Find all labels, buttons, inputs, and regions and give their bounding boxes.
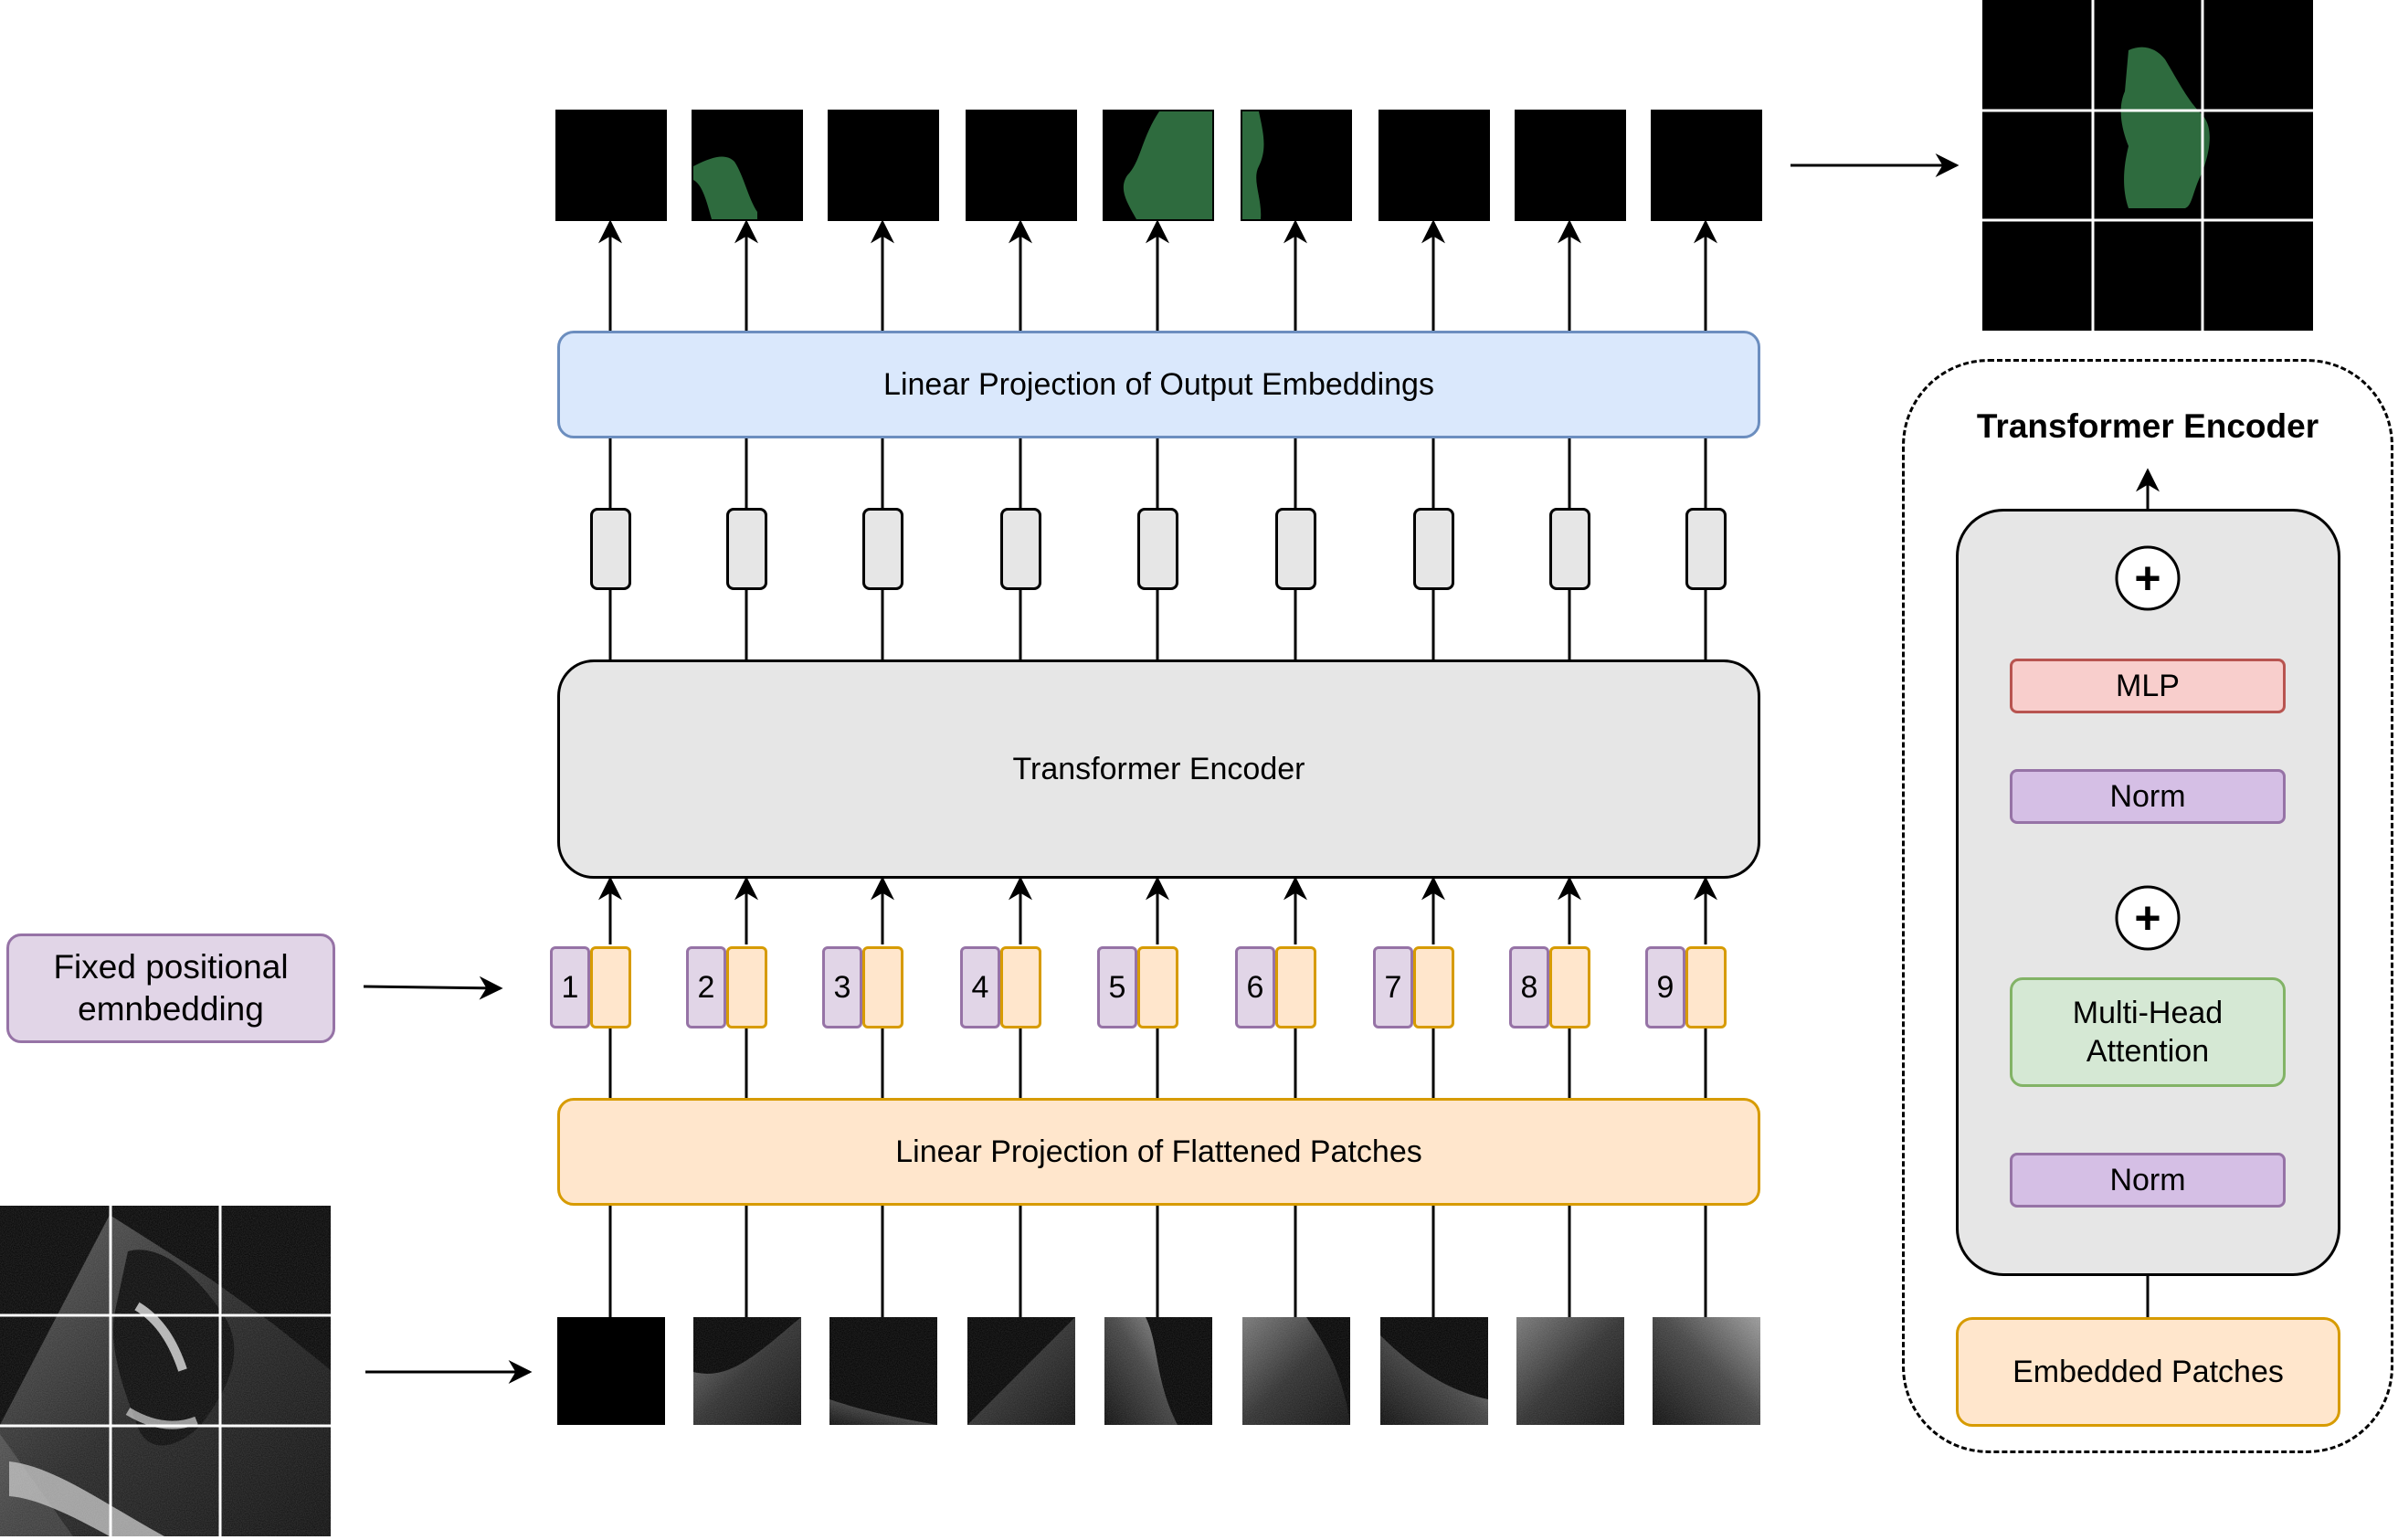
output-patch-mask <box>693 156 757 219</box>
input-patch-texture <box>1516 1317 1624 1425</box>
norm-label-lower: Norm <box>2109 1162 2186 1197</box>
mlp-box: MLP <box>2010 659 2286 713</box>
output-embedding-tile <box>1685 508 1727 590</box>
encoder-detail-title: Transformer Encoder <box>1976 406 2319 445</box>
positional-index: 8 <box>1509 946 1549 1028</box>
input-patch-texture <box>1104 1317 1212 1425</box>
norm-box-upper: Norm <box>2010 769 2286 824</box>
patch-embedding <box>1413 946 1454 1028</box>
encoder-detail-panel <box>1902 359 2393 1453</box>
patch-embedding <box>726 946 767 1028</box>
input-patch-texture <box>829 1317 937 1425</box>
output-projection-box: Linear Projection of Output Embeddings <box>557 331 1760 438</box>
attention-label: Multi-Head Attention <box>2072 995 2224 1070</box>
output-patch <box>1651 110 1762 221</box>
segmentation-region <box>2120 47 2210 208</box>
transformer-encoder-label: Transformer Encoder <box>1012 751 1305 786</box>
input-patch <box>557 1317 665 1425</box>
positional-arrow <box>363 976 503 1000</box>
embedded-patches-box: Embedded Patches <box>1956 1317 2340 1427</box>
output-embedding-tile <box>1413 508 1454 590</box>
mlp-label: MLP <box>2116 668 2180 703</box>
input-patch-texture <box>1242 1317 1350 1425</box>
positional-index: 7 <box>1373 946 1413 1028</box>
patch-embedding <box>862 946 903 1028</box>
input-projection-box: Linear Projection of Flattened Patches <box>557 1098 1760 1206</box>
input-patch-texture <box>1380 1317 1488 1425</box>
segmentation-mask-output <box>1982 0 2313 331</box>
positional-index: 1 <box>550 946 590 1028</box>
output-embedding-tile <box>1000 508 1041 590</box>
input-projection-label: Linear Projection of Flattened Patches <box>895 1134 1422 1169</box>
positional-index: 5 <box>1097 946 1137 1028</box>
input-patch-texture <box>693 1317 801 1425</box>
embedded-patches-label: Embedded Patches <box>2012 1354 2284 1389</box>
input-image-patches <box>557 1317 1760 1425</box>
output-embedding-tile <box>1137 508 1178 590</box>
input-patch-texture <box>1653 1317 1760 1425</box>
output-patch-mask <box>1242 111 1264 219</box>
norm-box-lower: Norm <box>2010 1153 2286 1208</box>
patch-embedding <box>590 946 631 1028</box>
norm-label-upper: Norm <box>2109 778 2186 814</box>
output-projection-label: Linear Projection of Output Embeddings <box>883 366 1434 402</box>
patch-embedding <box>1685 946 1727 1028</box>
output-mask-patches <box>555 110 1762 221</box>
input-patch-texture <box>967 1317 1075 1425</box>
transformer-encoder-box: Transformer Encoder <box>557 659 1760 879</box>
output-embedding-tile <box>1275 508 1316 590</box>
positional-embedding-label: Fixed positional emnbedding <box>53 947 289 1028</box>
positional-index: 2 <box>686 946 726 1028</box>
patch-embedding <box>1275 946 1316 1028</box>
output-patch <box>1515 110 1626 221</box>
patch-embedding <box>1000 946 1041 1028</box>
output-patch <box>828 110 939 221</box>
attention-box: Multi-Head Attention <box>2010 977 2286 1087</box>
output-patch <box>555 110 667 221</box>
output-embedding-tile <box>590 508 631 590</box>
output-patch <box>966 110 1077 221</box>
positional-index: 9 <box>1645 946 1685 1028</box>
patch-embedding <box>1549 946 1590 1028</box>
output-embedding-tile <box>862 508 903 590</box>
output-embedding-tile <box>1549 508 1590 590</box>
output-embedding-tile <box>726 508 767 590</box>
positional-index: 4 <box>960 946 1000 1028</box>
positional-index: 6 <box>1235 946 1275 1028</box>
output-patch <box>1379 110 1490 221</box>
echocardiogram-input-image <box>0 1206 331 1536</box>
connector-lines <box>598 219 1717 1317</box>
positional-index: 3 <box>822 946 862 1028</box>
patch-embedding <box>1137 946 1178 1028</box>
positional-embedding-box: Fixed positional emnbedding <box>6 933 335 1043</box>
output-patch-mask <box>1123 111 1212 219</box>
